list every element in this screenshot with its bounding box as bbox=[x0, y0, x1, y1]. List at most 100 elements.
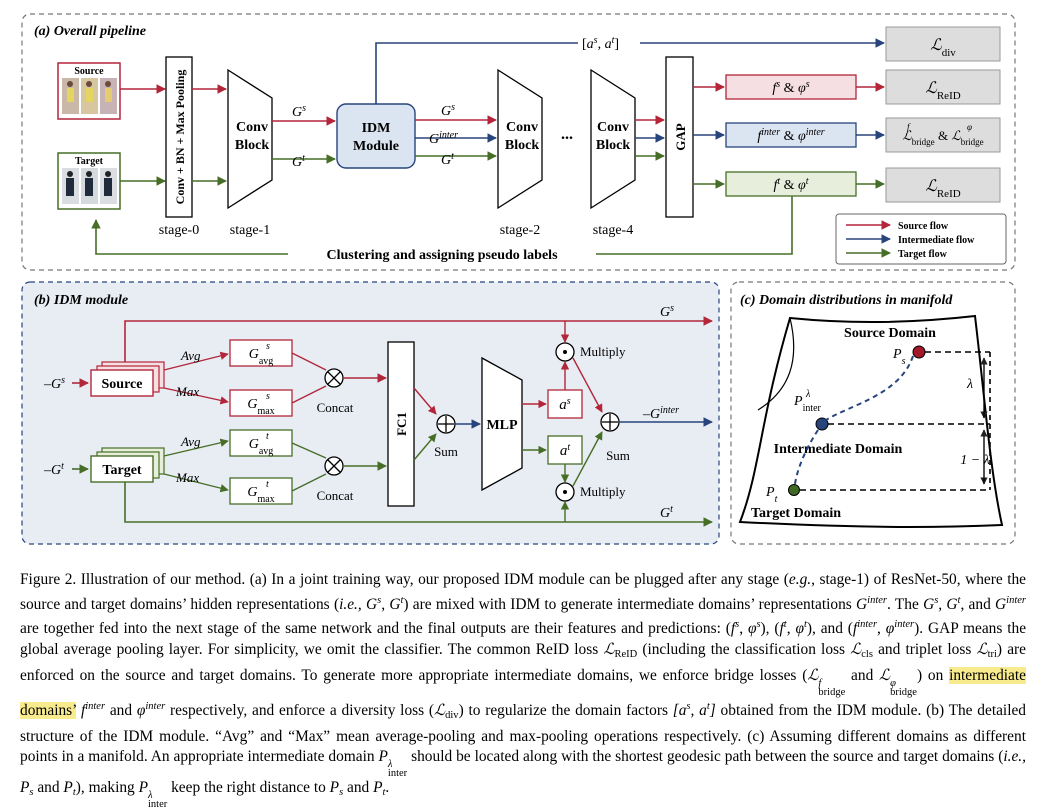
gt-avg-label: Gavg bbox=[249, 437, 274, 457]
output-target-label: ft & φt bbox=[773, 176, 808, 194]
caption-part: i.e., bbox=[1003, 748, 1026, 766]
gs-label-a1: Gs bbox=[292, 103, 306, 121]
pt-label: Pt bbox=[765, 485, 778, 505]
concat-label-source: Concat bbox=[317, 400, 354, 415]
as-box bbox=[547, 389, 583, 419]
caption-math: φinter bbox=[136, 700, 166, 719]
idm-label-line2: Module bbox=[353, 139, 399, 154]
conv-block-1-label-line2: Block bbox=[235, 138, 269, 153]
gt-input-label: –Gt bbox=[43, 461, 64, 479]
conv-block-4-label-line1: Conv bbox=[597, 120, 629, 135]
legend-intermediate: Intermediate flow bbox=[898, 235, 975, 246]
caption-math: Gs, Gt bbox=[366, 594, 404, 613]
conv-block-1 bbox=[227, 68, 273, 210]
caption-math: [as, at] bbox=[672, 700, 716, 719]
multiply-label-source: Multiply bbox=[580, 344, 626, 359]
caption-math: Ps bbox=[329, 779, 344, 799]
mlp-label: MLP bbox=[486, 418, 518, 433]
caption-math: Pt bbox=[373, 779, 386, 799]
caption-math: ℒdiv bbox=[434, 701, 459, 721]
idm-source-block bbox=[90, 369, 154, 397]
ginter-label-a: Ginter bbox=[429, 130, 458, 148]
idm-label-line1: IDM bbox=[362, 121, 391, 136]
output-inter-box bbox=[725, 122, 857, 148]
legend: Source flow Intermediate flow Target flo… bbox=[835, 213, 1007, 265]
ps-label: Ps bbox=[892, 347, 906, 367]
gt-label-a1: Gt bbox=[292, 153, 305, 171]
idm-module-block bbox=[336, 103, 416, 169]
stem-label: Conv + BN + Max Pooling bbox=[173, 70, 187, 205]
caption-part: are together fed into the next stage of … bbox=[20, 620, 726, 638]
sum-label-2: Sum bbox=[606, 448, 630, 463]
domain-factors-label-a: [as, at] bbox=[582, 35, 619, 53]
as-label: as bbox=[559, 396, 571, 414]
gap-label: GAP bbox=[673, 123, 688, 151]
loss-reid-label-1: ℒReID bbox=[925, 78, 960, 102]
caption-math: (fs, φs), (ft, φt), and (finter, φinter) bbox=[725, 619, 920, 638]
loss-bridge-sup-f: f bbox=[907, 122, 911, 132]
caption-part: . GAP means the global average pooling l… bbox=[20, 620, 1027, 659]
source-domain-label: Source Domain bbox=[844, 326, 936, 341]
ps-point bbox=[912, 345, 926, 359]
caption-math: Gs, Gt bbox=[923, 594, 961, 613]
caption-math: ℒtri bbox=[976, 641, 997, 661]
caption-part: keep the right distance to bbox=[167, 779, 330, 797]
loss-div-label: ℒdiv bbox=[930, 35, 956, 59]
sum-label-1: Sum bbox=[434, 444, 458, 459]
idm-source-label: Source bbox=[102, 377, 143, 392]
caption-math: Pt bbox=[63, 779, 76, 799]
panel-b-title: (b) IDM module bbox=[34, 293, 128, 308]
pt-point bbox=[788, 484, 800, 496]
stage-4-label: stage-4 bbox=[593, 223, 633, 238]
feedback-label: Clustering and assigning pseudo labels bbox=[326, 248, 558, 263]
caption-part: . The bbox=[887, 595, 924, 613]
output-source-label: fs & φs bbox=[772, 79, 809, 97]
gs-max-box bbox=[229, 389, 293, 417]
stem-block bbox=[165, 56, 193, 218]
caption-part: ) are mixed with IDM to generate interme… bbox=[403, 595, 857, 613]
conv-block-2-label-line1: Conv bbox=[506, 120, 538, 135]
gs-max-sup: s bbox=[266, 391, 270, 402]
idm-target-block bbox=[90, 455, 154, 483]
conv-block-4 bbox=[590, 68, 636, 210]
gt-max-label: Gmax bbox=[247, 485, 274, 505]
stage-1-label: stage-1 bbox=[230, 223, 270, 238]
gs-input-label: –Gs bbox=[43, 375, 65, 393]
loss-reid-label-2: ℒReID bbox=[925, 176, 960, 200]
intermediate-domain-label: Intermediate Domain bbox=[774, 442, 903, 457]
avg-label-source: Avg bbox=[180, 348, 201, 363]
caption-part: ) are enforced on the source and target … bbox=[20, 641, 1026, 684]
gt-max-sup: t bbox=[266, 479, 269, 490]
conv-block-2-label-line2: Block bbox=[505, 138, 539, 153]
target-image-label: Target bbox=[75, 156, 104, 167]
loss-reid-box-2 bbox=[885, 167, 1001, 203]
at-label: at bbox=[560, 442, 571, 460]
manifold-surface bbox=[738, 314, 1004, 528]
caption-math: Ginter bbox=[856, 594, 888, 613]
loss-bridge-sup-phi: φ bbox=[967, 122, 972, 132]
caption-part: ) to regularize the domain factors bbox=[458, 701, 673, 719]
pinter-label: Pinter bbox=[793, 394, 822, 414]
caption-part: obtained from the IDM module. (b) The de… bbox=[20, 701, 1027, 766]
gt-avg-sup: t bbox=[266, 431, 269, 442]
caption-part: should be located along with the shortes… bbox=[407, 748, 1004, 766]
max-label-source: Max bbox=[175, 384, 199, 399]
loss-div-box bbox=[885, 26, 1001, 62]
legend-source: Source flow bbox=[898, 221, 949, 232]
caption-math: Ps bbox=[20, 779, 34, 799]
target-domain-label: Target Domain bbox=[751, 506, 841, 521]
caption-math: ℒcls bbox=[850, 641, 873, 661]
caption-math: finter bbox=[80, 700, 106, 719]
output-target-box bbox=[725, 171, 857, 197]
panel-a: (a) Overall pipeline Source Target Conv … bbox=[21, 13, 1016, 271]
target-images: Target bbox=[57, 152, 121, 210]
caption-part: Figure 2. Illustration of our method. (a… bbox=[20, 571, 789, 588]
panel-c: (c) Domain distributions in manifold Sou… bbox=[730, 281, 1016, 545]
panel-b: (b) IDM module –Gs –Gt Source Target Gs … bbox=[21, 281, 720, 545]
caption-part: and triplet loss bbox=[872, 641, 977, 659]
caption-part: , making bbox=[80, 779, 139, 797]
caption-part: stage-1) of ResNet-50, where the source … bbox=[20, 571, 1026, 613]
gs-label-a2: Gs bbox=[441, 102, 455, 120]
gs-max-label: Gmax bbox=[247, 397, 274, 417]
